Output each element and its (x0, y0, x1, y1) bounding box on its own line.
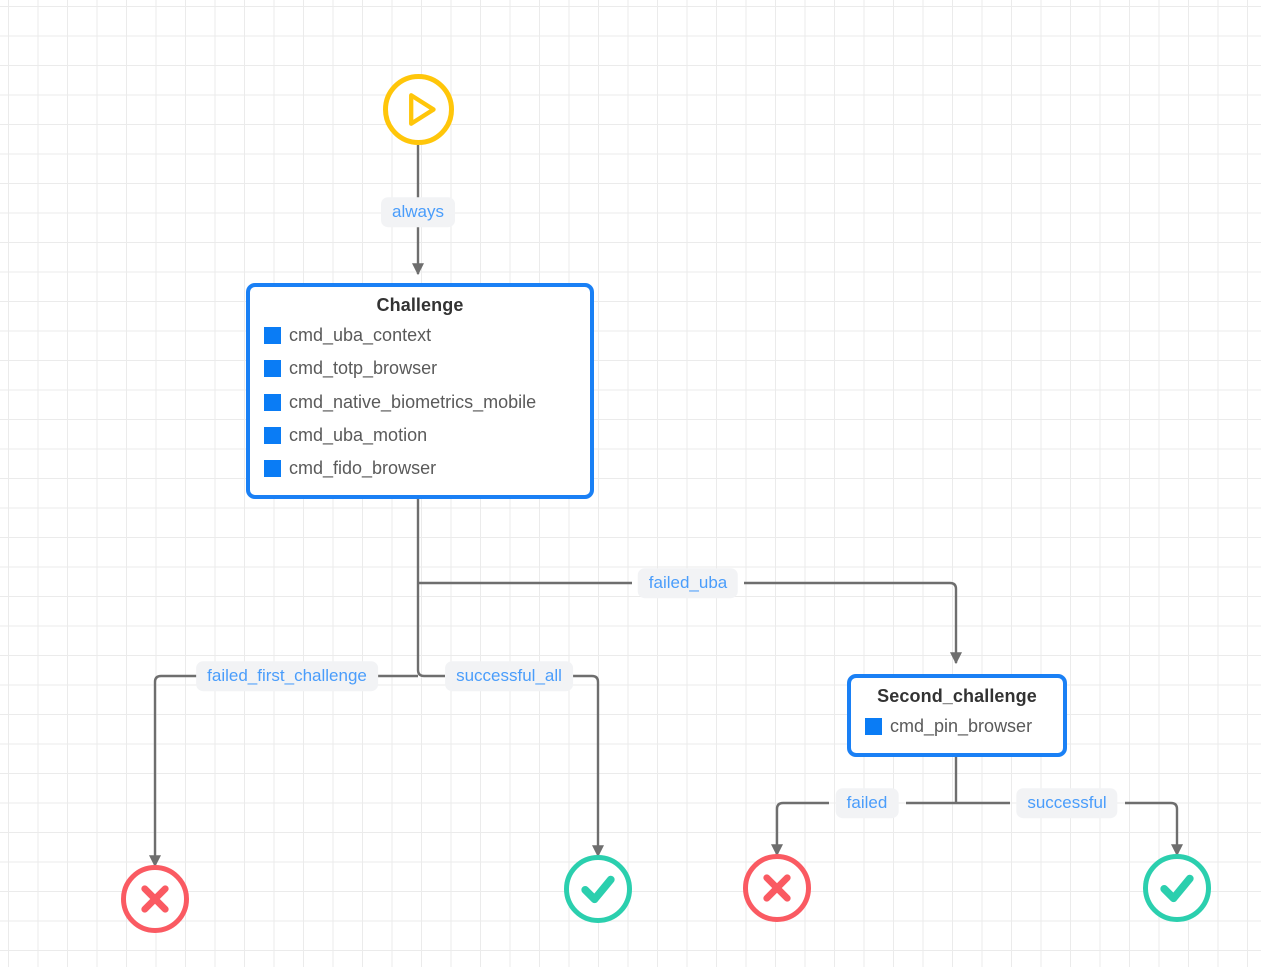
edge-label-always[interactable]: always (381, 197, 455, 227)
command-swatch-icon (264, 460, 281, 478)
edge-label-successful-all[interactable]: successful_all (445, 661, 573, 691)
command-swatch-icon (264, 327, 281, 345)
check-circle-icon (1160, 874, 1194, 903)
node-second-challenge-title: Second_challenge (877, 686, 1037, 706)
check-circle-icon (581, 875, 615, 904)
command-swatch-icon (264, 360, 281, 378)
edge-successful-all-path (572, 674, 604, 858)
edge-failed-path (777, 801, 956, 855)
node-challenge-item-label: cmd_native_biometrics_mobile (289, 391, 537, 412)
node-challenge-item-label: cmd_fido_browser (289, 458, 437, 479)
edge-label-failed-uba[interactable]: failed_uba (637, 568, 739, 598)
x-circle-icon (141, 885, 169, 913)
node-challenge-item-label: cmd_uba_motion (289, 424, 428, 445)
play-icon (409, 93, 436, 126)
terminal-node-success-second[interactable] (1143, 854, 1211, 922)
node-challenge-item-label: cmd_uba_context (289, 325, 432, 345)
node-challenge-item[interactable]: cmd_uba_motion (264, 419, 576, 452)
node-second-challenge-item-label: cmd_pin_browser (890, 716, 1033, 736)
terminal-node-failure-first[interactable] (121, 865, 189, 933)
edge-failed-uba-path (418, 581, 956, 663)
start-node[interactable] (383, 74, 454, 145)
edge-successful-path (956, 801, 1177, 855)
command-swatch-icon (264, 393, 281, 411)
edge-trunk-path (416, 496, 445, 678)
node-challenge-item-label: cmd_totp_browser (289, 358, 438, 379)
node-second-challenge[interactable]: Second_challenge cmd_pin_browser (847, 674, 1067, 758)
edge-label-failed[interactable]: failed (835, 788, 899, 818)
edge-label-successful[interactable]: successful (1016, 788, 1118, 818)
terminal-node-failure-second[interactable] (743, 854, 811, 922)
edge-label-failed-first-challenge[interactable]: failed_first_challenge (196, 661, 378, 691)
node-challenge-item[interactable]: cmd_uba_context (264, 319, 576, 352)
node-challenge-item[interactable]: cmd_totp_browser (264, 352, 576, 385)
command-swatch-icon (865, 718, 882, 736)
terminal-node-success-all[interactable] (564, 855, 632, 923)
command-swatch-icon (264, 427, 281, 445)
node-challenge-item[interactable]: cmd_fido_browser (264, 452, 576, 485)
edge-failed-first-path (149, 674, 382, 868)
node-challenge-title: Challenge (376, 295, 464, 315)
node-second-challenge-item[interactable]: cmd_pin_browser (865, 710, 1049, 743)
node-challenge-item[interactable]: cmd_native_biometrics_mobile (264, 386, 576, 419)
node-challenge[interactable]: Challenge cmd_uba_context cmd_totp_brows… (246, 283, 594, 500)
x-circle-icon (763, 874, 791, 902)
